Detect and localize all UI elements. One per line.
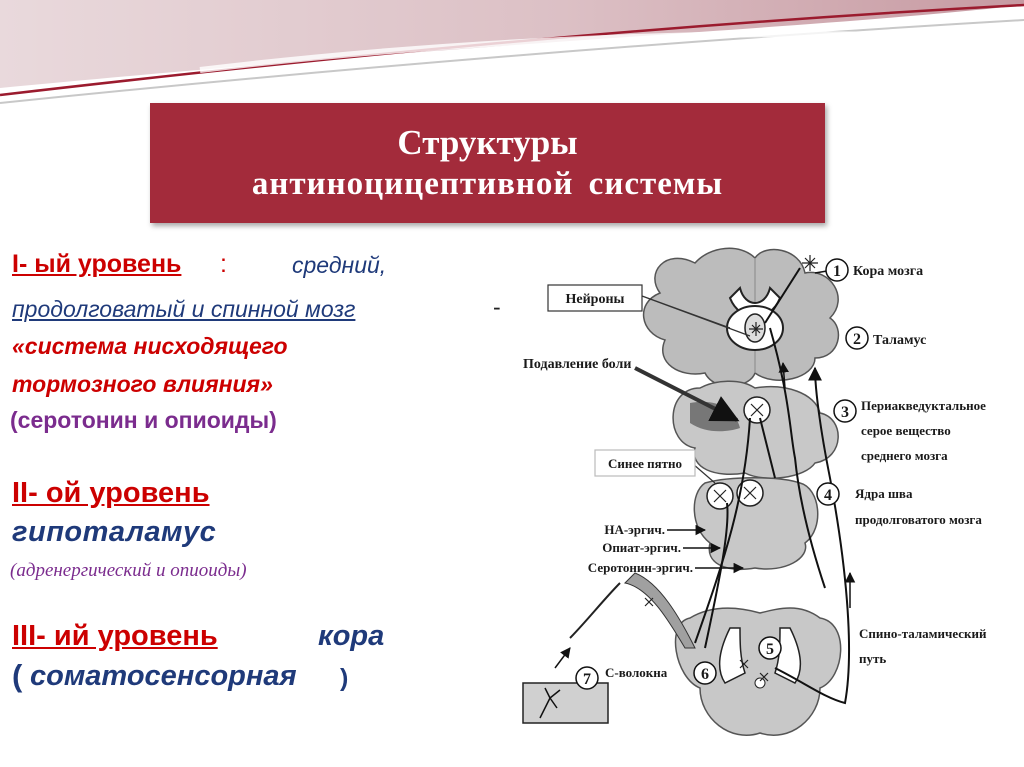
level-1-heading: I- ый уровень [12,250,181,279]
label-spinothalamic-2: путь [859,651,886,666]
label-spinothalamic-1: Спино-таламический [859,626,987,641]
label-na-ergic: НА-эргич. [604,522,665,537]
level-3-sub: соматосенсорная [30,660,297,693]
label-raphe-1: Ядра шва [855,486,913,501]
label-blue-spot: Синее пятно [608,456,682,471]
level-1-colon: : [220,250,227,279]
marker-7-number: 7 [583,671,591,688]
level-2-region: гипоталамус [12,516,216,549]
level-1-system-a: «система нисходящего [12,333,288,360]
level-3-sub-open: ( [12,658,22,694]
level-1-system-b: тормозного влияния» [12,371,273,398]
level-2-heading: II- ой уровень [12,477,210,510]
label-thalamus: Таламус [873,333,926,348]
label-c-fibers: С-волокна [605,665,668,680]
label-raphe-2: продолговатого мозга [855,512,982,527]
level-1-region-b: продолговатый и спинной мозг [12,296,355,323]
antinociceptive-pathway-diagram: 1 2 3 4 5 6 7 Нейроны Подавление боли Си… [515,228,1015,758]
level-1-region-a: средний, [292,252,386,279]
marker-3-number: 3 [841,404,849,421]
label-pain-suppression: Подавление боли [523,357,631,372]
label-cortex: Кора мозга [853,264,923,279]
title-line-1: Структуры [397,121,577,165]
marker-5-number: 5 [766,641,774,658]
title-banner: Структуры антиноцицептивной системы [150,103,825,223]
label-opiate-ergic: Опиат-эргич. [602,540,681,555]
label-pag-3: среднего мозга [861,448,948,463]
level-1-dash: - [493,294,501,321]
marker-2-number: 2 [853,331,861,348]
midbrain-shape [673,381,838,478]
label-pag-2: серое вещество [861,423,951,438]
level-3-region: кора [318,620,384,653]
label-neurons: Нейроны [566,292,625,307]
marker-1-number: 1 [833,263,841,280]
label-serotonin-ergic: Серотонин-эргич. [588,560,693,575]
marker-4-number: 4 [824,487,832,504]
header-swoosh-decoration [0,0,1024,110]
level-3-sub-close: ) [340,664,348,693]
title-line-2: антиноцицептивной системы [252,164,723,205]
marker-6-number: 6 [701,666,709,683]
label-pag-1: Периакведуктальное [861,398,986,413]
level-2-mediators: (адренергический и опиоиды) [10,560,247,582]
level-3-heading: III- ий уровень [12,620,218,653]
level-1-mediators: (серотонин и опиоиды) [10,407,277,434]
